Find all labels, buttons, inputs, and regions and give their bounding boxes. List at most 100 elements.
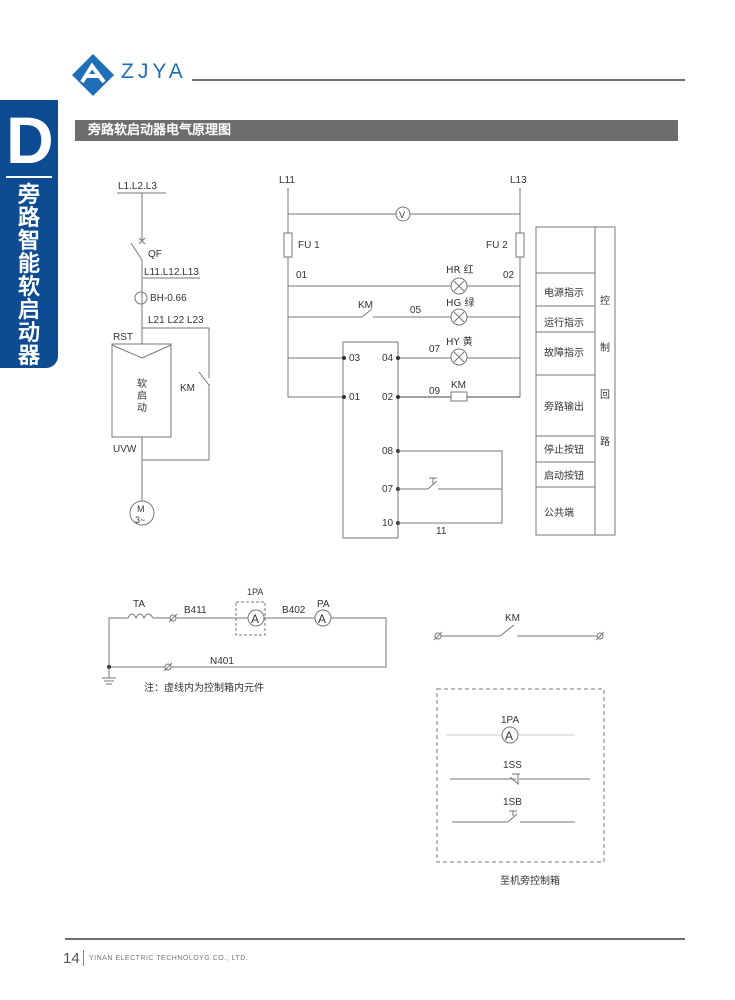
function-table: 电源指示 运行指示 故障指示 旁路输出 停止按钮 启动按钮 公共端 控 制 回 …	[535, 226, 616, 536]
controller-module	[342, 341, 399, 539]
table-row-label: 公共端	[544, 506, 574, 519]
supply-label: L1.L2.L3	[118, 181, 157, 192]
table-row-label: 电源指示	[544, 286, 584, 299]
table-row-label: 故障指示	[544, 346, 584, 359]
motor-label: 3~	[135, 515, 145, 525]
terminal-label: 04	[382, 353, 394, 364]
wire-label: 05	[410, 305, 422, 316]
coil-label: KM	[451, 380, 466, 391]
terminal-icon	[596, 632, 604, 640]
table-side-label: 制	[600, 341, 610, 354]
contact-icon	[499, 624, 515, 637]
start-button-icon	[507, 813, 518, 823]
wire-label: 07	[429, 344, 441, 355]
section-letter: D	[6, 103, 54, 177]
km-coil-icon	[450, 391, 468, 402]
table-row-label: 启动按钮	[544, 469, 584, 482]
pa-label: PA	[317, 599, 330, 610]
wire-label: B402	[282, 605, 306, 616]
km-contact-icon	[198, 371, 210, 386]
wire-label: N401	[210, 656, 234, 667]
footer-divider	[83, 950, 84, 966]
voltmeter-icon	[395, 206, 411, 222]
header-rule	[192, 79, 685, 81]
ammeter-label: A	[318, 612, 326, 626]
breaker-x-icon	[138, 237, 146, 245]
current-transformer-icon	[127, 613, 154, 620]
tab-char: 路	[17, 206, 40, 231]
tab-char: 软	[17, 275, 40, 300]
bus-label: L11.L12.L13	[144, 267, 199, 278]
tab-char: 动	[17, 321, 40, 346]
lamp-icon	[450, 308, 468, 326]
terminal-label: 01	[349, 392, 361, 403]
table-side-label: 路	[600, 435, 610, 448]
tab-divider	[6, 176, 52, 178]
remote-control-box: 1PA A 1SS 1SB 至机旁控制箱	[436, 688, 605, 887]
terminal-label: 08	[382, 446, 394, 457]
ammeter-label: A	[251, 612, 259, 626]
stop-button-icon	[509, 773, 520, 786]
hy-label: HY 黄	[446, 335, 473, 348]
motor-label: M	[137, 504, 145, 514]
uvw-label: UVW	[113, 444, 137, 455]
km-label: KM	[358, 300, 373, 311]
terminal-label: 10	[382, 518, 394, 529]
km-label: KM	[180, 383, 195, 394]
km-label: KM	[505, 613, 520, 624]
hr-label: HR 红	[446, 263, 474, 276]
ct-label: BH-0.66	[150, 293, 187, 304]
ground-icon	[102, 667, 116, 685]
table-row-label: 旁路输出	[544, 400, 584, 413]
section-vertical-title: 旁 路 智 能 软 启 动 器	[12, 184, 46, 368]
fuse-icon	[283, 232, 293, 258]
km-contact-icon	[361, 308, 373, 318]
table-row-label: 运行指示	[544, 316, 584, 329]
terminal-label: 02	[382, 392, 394, 403]
ammeter-label: A	[505, 729, 513, 743]
fu1-label: FU 1	[298, 240, 320, 251]
wire-label: B411	[184, 605, 207, 616]
qf-label: QF	[148, 249, 162, 260]
l11-label: L11	[279, 175, 295, 186]
section-title: 旁路软启动器电气原理图	[75, 120, 678, 141]
terminal-label: 03	[349, 353, 361, 364]
wire-label: 01	[296, 270, 308, 281]
page-number: 14	[63, 950, 80, 967]
current-circuit: TA B411 1PA A B402 A PA N401 注：虚线内为控制箱内元…	[102, 587, 387, 694]
company-name: YINAN ELECTRIC TECHNOLOYG CO., LTD.	[89, 955, 249, 962]
softstarter-label: 动	[137, 402, 147, 414]
1sb-label: 1SB	[503, 797, 522, 808]
lamp-icon	[450, 348, 468, 366]
brand-name: ZJYA	[121, 60, 187, 83]
terminal-label: 07	[382, 484, 394, 495]
motor-icon	[129, 500, 155, 526]
tab-char: 启	[17, 298, 40, 323]
fuse-icon	[515, 232, 525, 258]
rst-label: RST	[113, 332, 133, 343]
lamp-icon	[450, 277, 468, 295]
main-circuit: L1.L2.L3 QF L11.L12.L13 BH-0.66 L21 L22 …	[111, 181, 210, 526]
footer-rule	[65, 938, 685, 940]
tab-char: 能	[17, 252, 40, 277]
fu2-label: FU 2	[486, 240, 508, 251]
1pa-label: 1PA	[501, 715, 519, 726]
hg-label: HG 绿	[446, 296, 474, 309]
wire-label: 02	[503, 270, 515, 281]
bypass-lines-label: L21 L22 L23	[148, 315, 204, 326]
note-text: 注：虚线内为控制箱内元件	[144, 681, 264, 694]
section-tab: D 旁 路 智 能 软 启 动 器	[0, 100, 58, 368]
voltmeter-label: V	[399, 210, 405, 220]
tab-char: 器	[17, 344, 40, 369]
softstarter-label: 软	[137, 377, 147, 390]
km-auxiliary-contact: KM	[433, 613, 605, 641]
wire-label: 09	[429, 386, 441, 397]
remote-box-caption: 至机旁控制箱	[500, 874, 560, 887]
wire-label: 11	[436, 526, 447, 537]
softstarter-label: 启	[137, 389, 147, 402]
pushbutton-icon	[427, 480, 438, 490]
1pa-label: 1PA	[247, 587, 263, 597]
ammeter-icon	[501, 726, 519, 744]
l13-label: L13	[510, 175, 527, 186]
table-row-label: 停止按钮	[544, 443, 584, 456]
